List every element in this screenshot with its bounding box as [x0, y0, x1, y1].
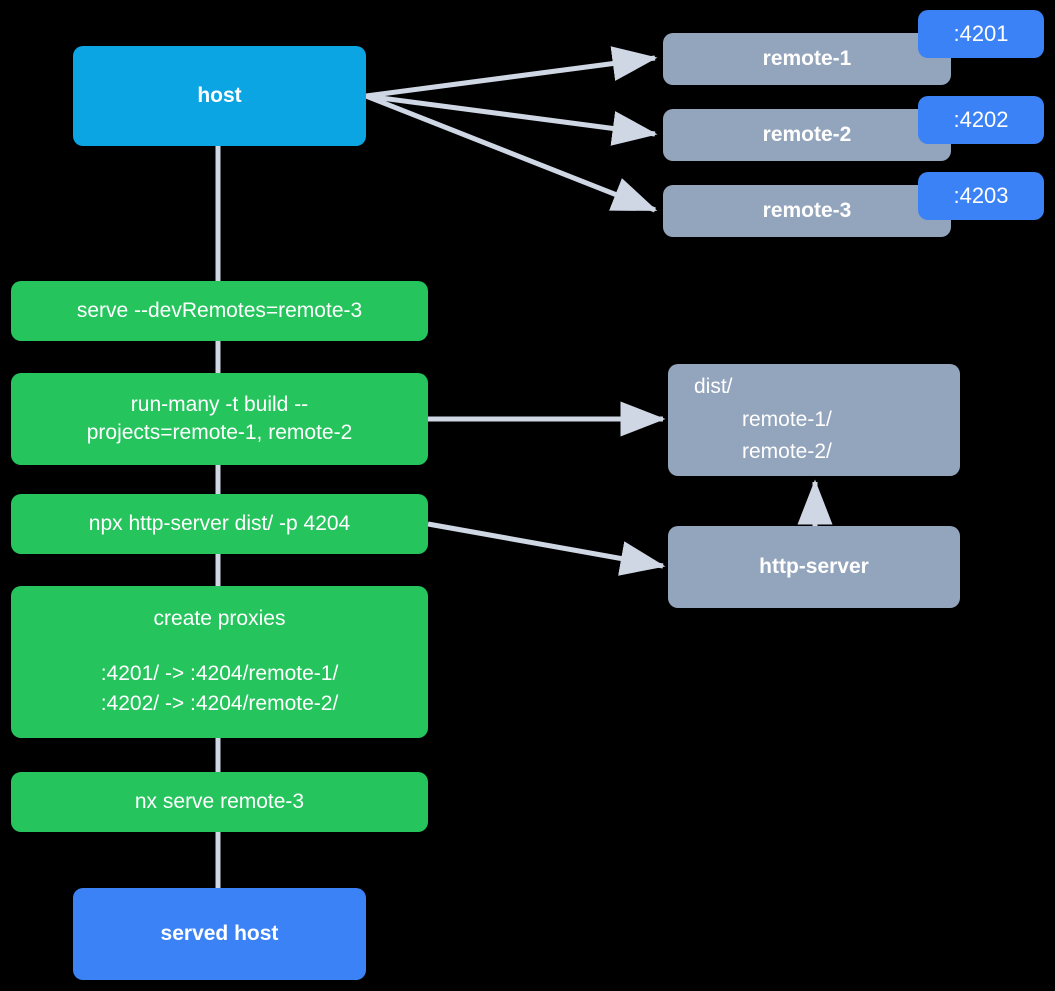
badge-remote-1-port-label: :4201: [953, 21, 1009, 46]
node-http-server-label: http-server: [759, 555, 869, 579]
node-remote-3[interactable]: remote-3: [663, 185, 951, 237]
node-remote-1-label: remote-1: [762, 47, 852, 71]
node-served-host-label: served host: [160, 922, 279, 946]
node-served-host[interactable]: served host: [73, 888, 366, 980]
badge-remote-3-port: :4203: [918, 172, 1044, 220]
edge-host-to-remote-1: [365, 46, 658, 99]
node-host-label: host: [197, 84, 242, 108]
command-create-proxies-title: create proxies: [153, 606, 286, 630]
edge-npx-to-httpserver: [427, 521, 666, 576]
proxy-mapping-4202: :4202/ -> :4204/remote-2/: [100, 691, 339, 715]
node-remote-2[interactable]: remote-2: [663, 109, 951, 161]
proxy-mapping-list: :4201/ -> :4204/remote-1/ :4202/ -> :420…: [101, 659, 339, 720]
badge-remote-3-port-label: :4203: [953, 183, 1009, 208]
edge-host-to-remote-3: [365, 93, 658, 213]
node-command-run-many[interactable]: run-many -t build -- projects=remote-1, …: [11, 373, 428, 465]
dist-folder-tree: dist/ remote-1/ remote-2/: [668, 371, 960, 469]
badge-remote-2-port: :4202: [918, 96, 1044, 144]
node-remote-2-label: remote-2: [762, 123, 852, 147]
node-dist-folder[interactable]: dist/ remote-1/ remote-2/: [668, 364, 960, 476]
command-serve-devremotes-label: serve --devRemotes=remote-3: [76, 299, 363, 323]
dist-folder-root: dist/: [694, 375, 733, 399]
node-command-nx-serve-remote-3[interactable]: nx serve remote-3: [11, 772, 428, 832]
proxy-mapping-4201: :4201/ -> :4204/remote-1/: [100, 661, 339, 685]
node-remote-1[interactable]: remote-1: [663, 33, 951, 85]
node-command-create-proxies[interactable]: create proxies :4201/ -> :4204/remote-1/…: [11, 586, 428, 738]
badge-remote-1-port: :4201: [918, 10, 1044, 58]
dist-folder-child-remote-2: remote-2/: [742, 440, 832, 464]
node-command-serve-devremotes[interactable]: serve --devRemotes=remote-3: [11, 281, 428, 341]
command-npx-http-server-label: npx http-server dist/ -p 4204: [88, 512, 351, 536]
command-run-many-line-2: projects=remote-1, remote-2: [86, 421, 353, 444]
dist-folder-child-remote-1: remote-1/: [742, 407, 832, 431]
node-remote-3-label: remote-3: [762, 199, 852, 223]
edge-host-to-remote-2: [365, 93, 658, 146]
node-host[interactable]: host: [73, 46, 366, 146]
node-command-npx-http-server[interactable]: npx http-server dist/ -p 4204: [11, 494, 428, 554]
node-http-server[interactable]: http-server: [668, 526, 960, 608]
command-nx-serve-remote-3-label: nx serve remote-3: [134, 790, 305, 814]
badge-remote-2-port-label: :4202: [953, 107, 1009, 132]
command-run-many-line-1: run-many -t build --: [130, 393, 309, 417]
